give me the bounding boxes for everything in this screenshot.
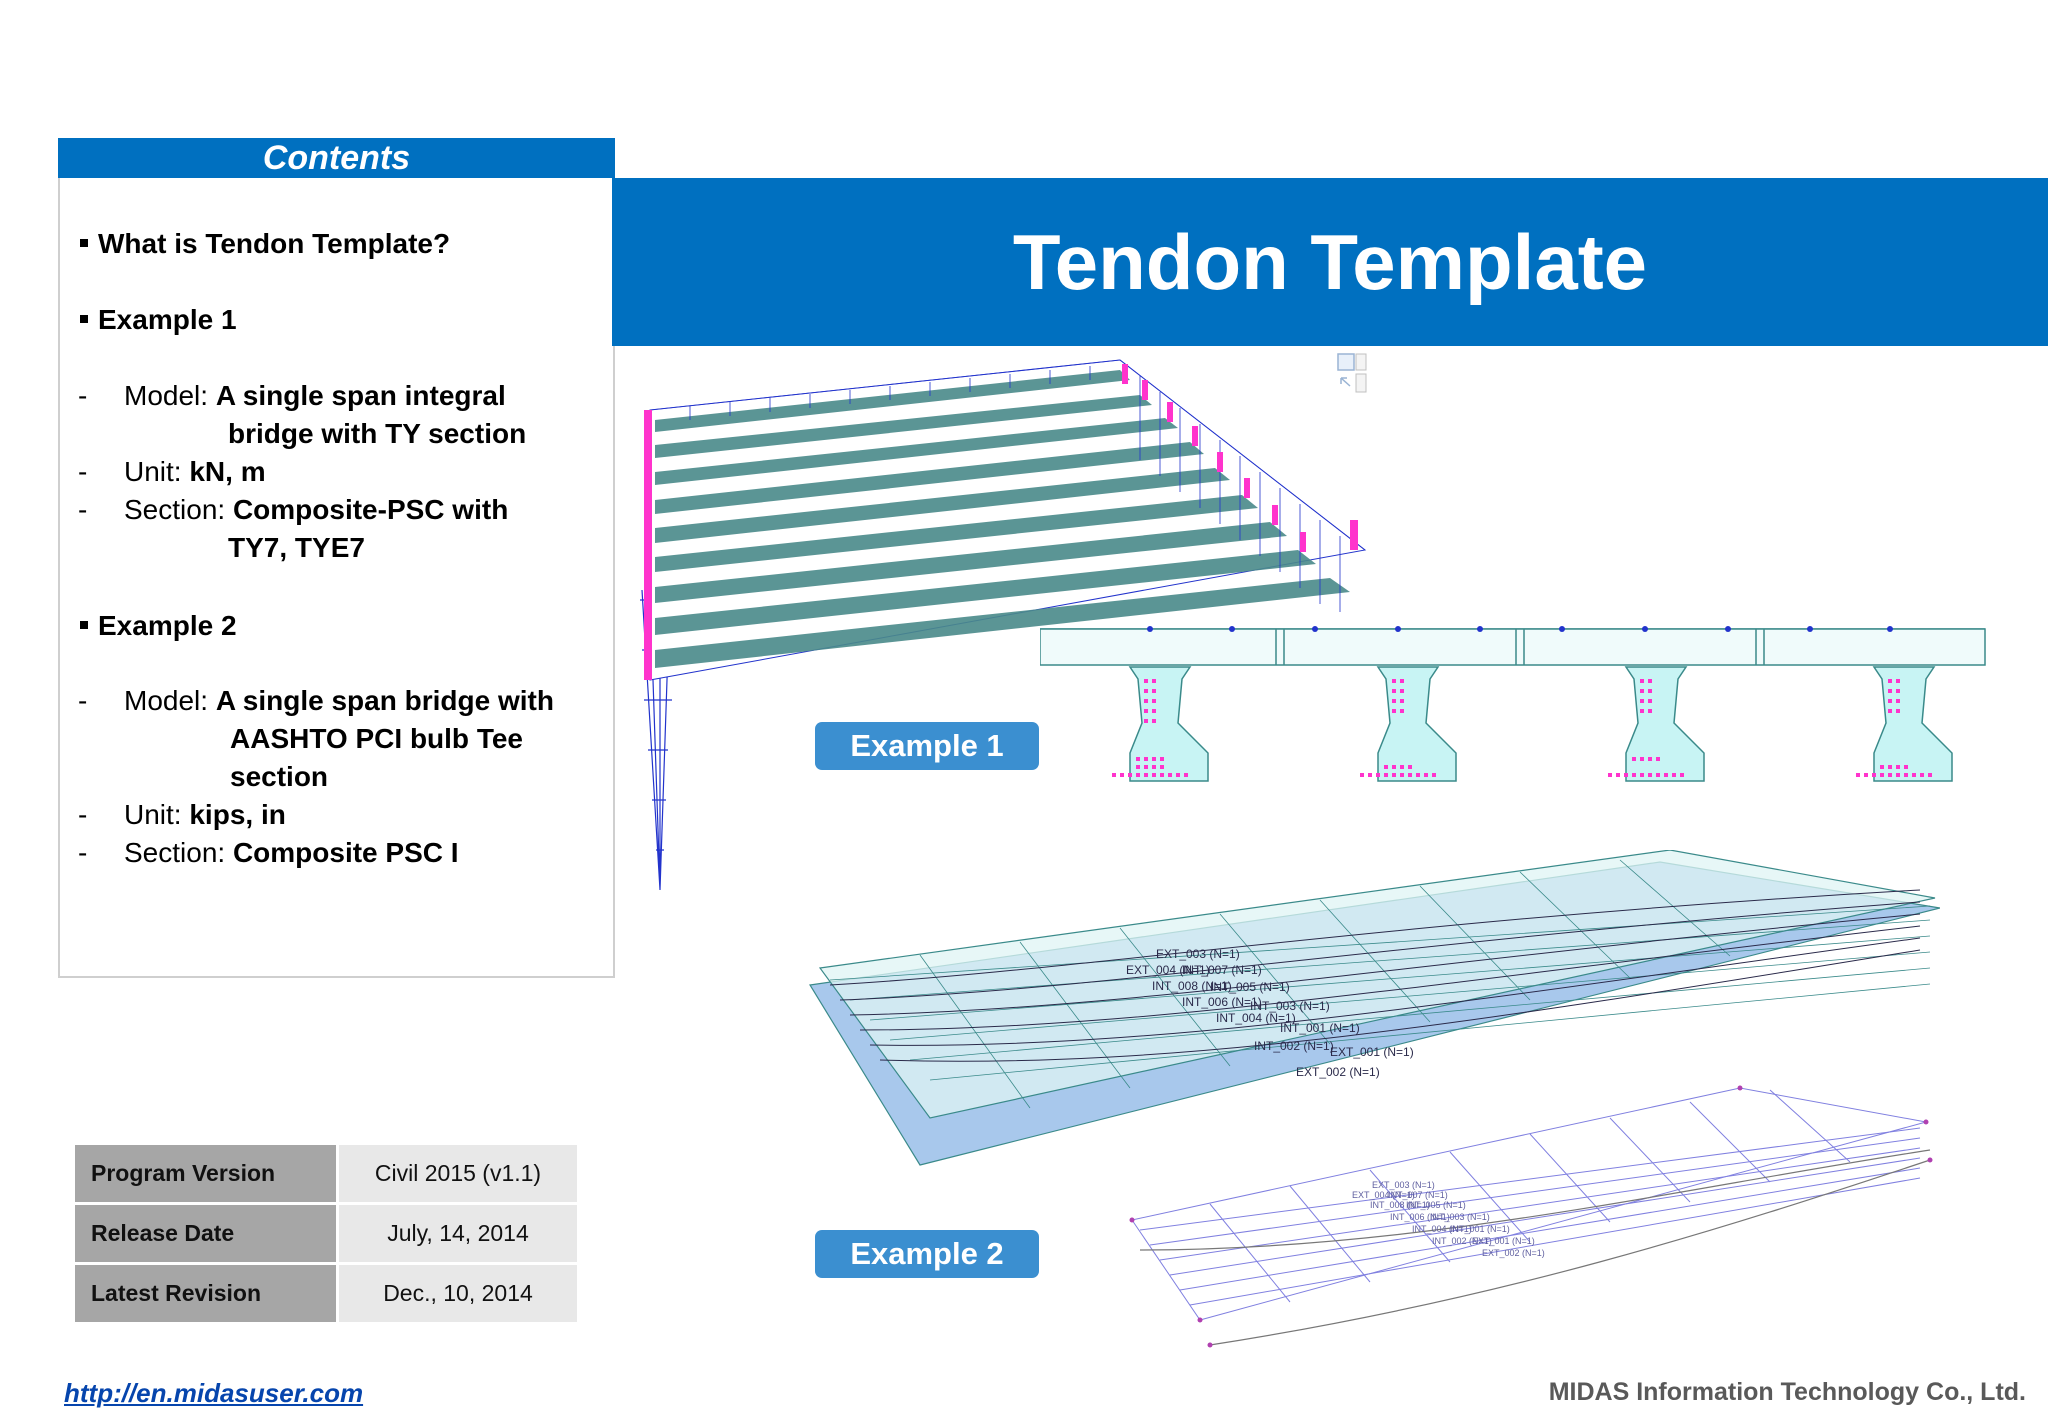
bullet-icon: [80, 238, 88, 247]
tendon-label: INT_001 (N=1): [1280, 1021, 1360, 1035]
tendon-label: INT_006 (N=1): [1182, 995, 1262, 1009]
tendon-label: INT_001 (N=1): [1450, 1224, 1510, 1234]
tendon-label: INT_003 (N=1): [1430, 1212, 1490, 1222]
table-row: Latest Revision Dec., 10, 2014: [75, 1265, 577, 1322]
page-title: Tendon Template: [1012, 218, 1648, 306]
company-name: MIDAS Information Technology Co., Ltd.: [1548, 1378, 2026, 1406]
toc-item-example2[interactable]: Example 2: [80, 610, 237, 642]
example2-model-cont2: section: [230, 761, 329, 792]
tendon-label: INT_005 (N=1): [1406, 1200, 1466, 1210]
example2-model: -Model: A single span bridge with: [78, 685, 554, 716]
example1-cross-section-figure: [1040, 626, 1986, 782]
program-version-value: Civil 2015 (v1.1): [339, 1145, 577, 1202]
tendon-label: INT_005 (N=1): [1210, 980, 1290, 994]
tendon-label: INT_007 (N=1): [1388, 1190, 1448, 1200]
bullet-icon: [80, 620, 88, 629]
example2-unit: -Unit: kips, in: [78, 799, 286, 830]
window-icon: [1337, 353, 1367, 393]
tendon-label: INT_004 (N=1): [1412, 1224, 1472, 1234]
version-info-table: Program Version Civil 2015 (v1.1) Releas…: [72, 1142, 580, 1325]
table-row: Program Version Civil 2015 (v1.1): [75, 1145, 577, 1202]
tendon-label: INT_006 (N=1): [1390, 1212, 1450, 1222]
table-row: Release Date July, 14, 2014: [75, 1205, 577, 1262]
latest-revision-label: Latest Revision: [75, 1265, 336, 1322]
tendon-label: INT_003 (N=1): [1250, 999, 1330, 1013]
tendon-label: EXT_003 (N=1): [1156, 947, 1240, 961]
example2-section: -Section: Composite PSC I: [78, 837, 459, 868]
program-version-label: Program Version: [75, 1145, 336, 1202]
tendon-label: INT_002 (N=1): [1432, 1236, 1492, 1246]
example1-section: -Section: Composite-PSC with: [78, 494, 509, 525]
tendon-label: EXT_004 (N=1): [1352, 1190, 1415, 1200]
example1-unit: -Unit: kN, m: [78, 456, 266, 487]
latest-revision-value: Dec., 10, 2014: [339, 1265, 577, 1322]
tendon-label: EXT_004 (N=1): [1126, 963, 1210, 977]
toc-item-what-is[interactable]: What is Tendon Template?: [80, 228, 450, 260]
release-date-value: July, 14, 2014: [339, 1205, 577, 1262]
tendon-label: INT_007 (N=1): [1182, 963, 1262, 977]
tendon-label: EXT_002 (N=1): [1296, 1065, 1380, 1079]
tendon-label: INT_008 (N=1): [1152, 979, 1232, 993]
contents-panel: What is Tendon Template? Example 1 -Mode…: [58, 178, 615, 978]
example1-section-cont: TY7, TYE7: [228, 532, 365, 563]
toc-item-example1[interactable]: Example 1: [80, 304, 237, 336]
tendon-label: INT_008 (N=1): [1370, 1200, 1430, 1210]
release-date-label: Release Date: [75, 1205, 336, 1262]
example2-tendon-profile-figure: EXT_003 (N=1) EXT_004 (N=1) INT_007 (N=1…: [1129, 1085, 1933, 1348]
tendon-label: EXT_003 (N=1): [1372, 1180, 1435, 1190]
example2-label[interactable]: Example 2: [815, 1230, 1039, 1278]
title-band: [612, 178, 2048, 346]
tendon-label: EXT_001 (N=1): [1472, 1236, 1535, 1246]
tendon-label: EXT_001 (N=1): [1330, 1045, 1414, 1059]
example1-3d-model-figure: [640, 359, 1367, 891]
example1-model: -Model: A single span integral: [78, 380, 506, 411]
example1-label[interactable]: Example 1: [815, 722, 1039, 770]
tendon-label: INT_004 (N=1): [1216, 1011, 1296, 1025]
website-link[interactable]: http://en.midasuser.com: [64, 1378, 364, 1408]
example1-model-cont: bridge with TY section: [228, 418, 527, 449]
contents-header: Contents: [58, 138, 615, 178]
bullet-icon: [80, 314, 88, 323]
tendon-label: INT_002 (N=1): [1254, 1039, 1334, 1053]
example2-3d-model-figure: EXT_003 (N=1) EXT_004 (N=1) INT_007 (N=1…: [809, 850, 1940, 1166]
example2-model-cont1: AASHTO PCI bulb Tee: [230, 723, 523, 754]
tendon-label: EXT_002 (N=1): [1482, 1248, 1545, 1258]
